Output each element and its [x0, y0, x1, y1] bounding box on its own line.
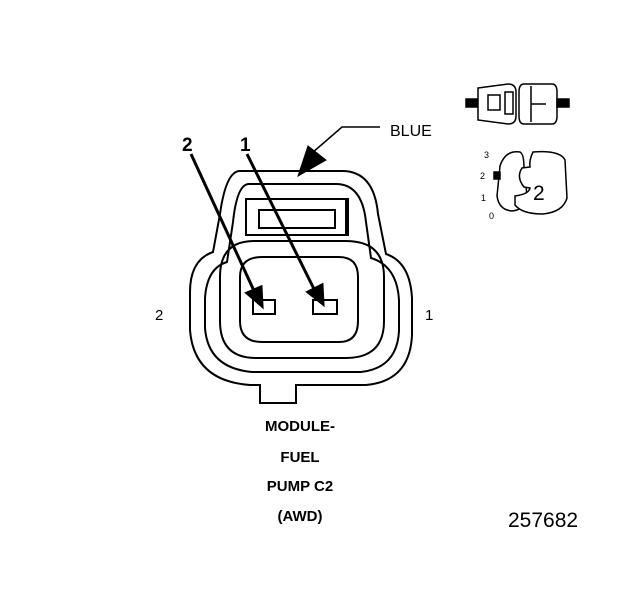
inset-connector-number: 2: [533, 182, 545, 205]
terminal-2: [252, 299, 276, 315]
lock-tab-inner: [258, 209, 336, 229]
connector-outer-shell: [189, 170, 413, 404]
terminal-1: [312, 299, 338, 315]
caption-line-1: MODULE-: [265, 418, 335, 435]
side-label-left: 2: [155, 307, 163, 324]
inset-connector-pair: [465, 83, 570, 125]
position-mark-3: 3: [484, 150, 489, 160]
side-label-right: 1: [425, 307, 433, 324]
position-mark-2: 2: [480, 171, 485, 181]
figure-number: 257682: [508, 509, 578, 532]
position-mark-0: 0: [489, 211, 494, 221]
cavity-inner-ring: [239, 256, 359, 343]
caption-line-4: (AWD): [278, 508, 323, 525]
wire-color-label: BLUE: [390, 123, 432, 140]
pin-2-arrowhead: [244, 284, 264, 310]
position-mark-1: 1: [481, 193, 486, 203]
pin-callout-arrows: [189, 153, 325, 310]
pin-1-arrowhead: [305, 282, 325, 308]
connector-inner-shell: [204, 183, 400, 373]
wire-color-leader: [297, 126, 380, 178]
wire-color-arrowhead: [297, 145, 327, 178]
pin-callout-2: 2: [182, 135, 193, 156]
connector-face: [189, 170, 413, 404]
lock-tab-outer: [245, 198, 349, 236]
pin-1-arrow-line: [245, 153, 317, 292]
caption-line-2: FUEL: [280, 449, 319, 466]
selector-position-marker: [493, 171, 501, 180]
pin-2-arrow-line: [189, 153, 257, 294]
inset-selector: [493, 150, 568, 215]
pin-callout-1: 1: [240, 135, 251, 156]
caption-line-3: PUMP C2: [267, 478, 333, 495]
cavity-outer-ring: [219, 240, 385, 359]
